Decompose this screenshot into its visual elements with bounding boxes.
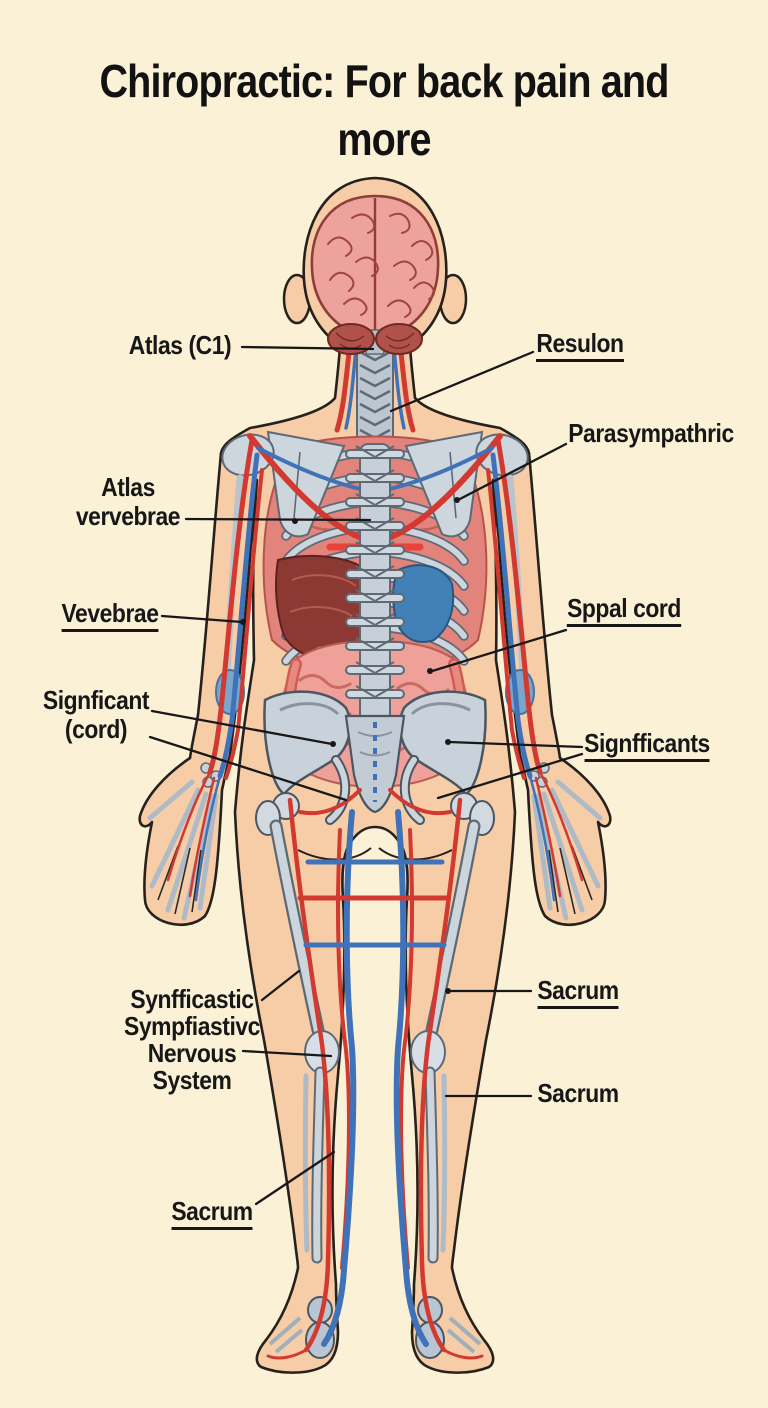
- label-resulon-text: Resulon: [536, 329, 624, 362]
- label-atlas-c1-text: Atlas (C1): [128, 330, 232, 360]
- page-title: Chiropractic: For back pain and more: [99, 55, 669, 165]
- label-sacrum-right-lower-text: Sacrum: [537, 1078, 619, 1108]
- label-atlas-vervebrae: Atlas vervebrae: [40, 473, 216, 531]
- label-signficant-cord: Signficant (cord): [8, 686, 184, 744]
- label-sacrum-left-lower-text: Sacrum: [171, 1197, 253, 1230]
- leg-vessels: [266, 788, 484, 1360]
- label-sacrum-right-lower: Sacrum: [490, 1079, 666, 1108]
- label-parasympathric-text: Parasympathric: [568, 418, 734, 448]
- leader-lines: [148, 345, 584, 1206]
- connector-lines: [297, 859, 451, 948]
- label-nervous-system-line2: Sympfiastivc: [124, 1011, 260, 1041]
- label-atlas-c1: Atlas (C1): [92, 331, 268, 360]
- brain-illustration: [310, 194, 440, 355]
- label-sacrum-right-upper-text: Sacrum: [537, 976, 619, 1009]
- label-parasympathric: Parasympathric: [563, 419, 739, 448]
- label-nervous-system-line4: System: [152, 1065, 232, 1095]
- label-atlas-vervebrae-line2: vervebrae: [75, 501, 181, 531]
- label-sacrum-left-lower: Sacrum: [124, 1197, 300, 1230]
- label-nervous-system-line3: Nervous: [147, 1038, 237, 1068]
- label-sacrum-right-upper: Sacrum: [490, 976, 666, 1009]
- foot-bones: [268, 1296, 482, 1359]
- label-signficant-cord-line1: Signficant: [42, 685, 150, 715]
- label-vevebrae: Vevebrae: [22, 599, 198, 632]
- label-signfficants: Signfficants: [559, 729, 735, 762]
- label-nervous-system-line1: Synfficastic: [130, 984, 254, 1014]
- label-atlas-vervebrae-line1: Atlas: [101, 472, 155, 502]
- label-resulon: Resulon: [492, 329, 668, 362]
- label-signfficants-text: Signfficants: [584, 729, 710, 762]
- label-vevebrae-text: Vevebrae: [61, 599, 159, 632]
- pelvis-illustration: [255, 690, 495, 836]
- arm-vessels: [166, 437, 584, 902]
- leader-dots: [240, 497, 460, 994]
- label-nervous-system: Synfficastic Sympfiastivc Nervous System: [104, 986, 280, 1094]
- label-sppal-cord-text: Sppal cord: [567, 594, 681, 627]
- leg-bones: [268, 819, 482, 1359]
- label-sppal-cord: Sppal cord: [536, 594, 712, 627]
- label-signficant-cord-line2: (cord): [64, 714, 128, 744]
